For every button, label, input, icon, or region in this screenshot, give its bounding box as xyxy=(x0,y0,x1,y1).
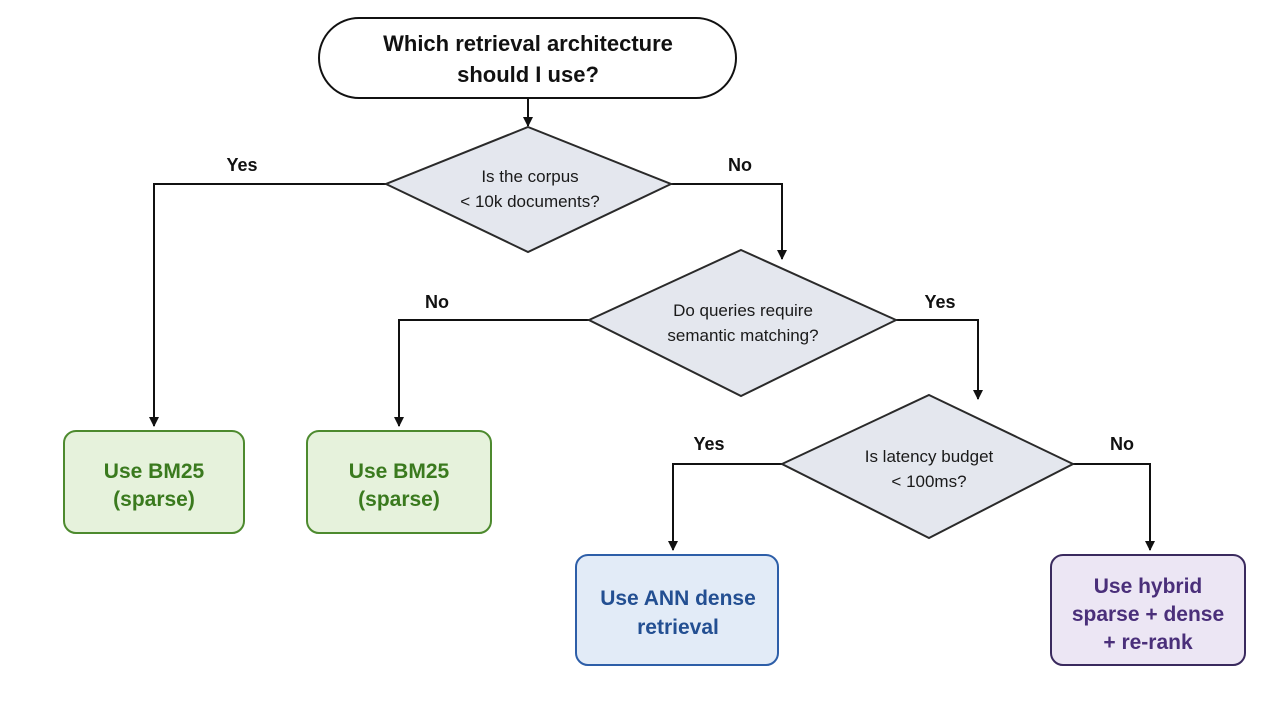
decision-semantic-matching: Do queries require semantic matching? xyxy=(586,248,899,398)
decision-corpus-line-1: Is the corpus xyxy=(481,167,578,186)
outcome-bm25-small-corpus: Use BM25 (sparse) xyxy=(63,430,245,534)
edge-label-corpus-no: No xyxy=(728,155,752,175)
outcome-ann-line-2: retrieval xyxy=(637,616,719,639)
outcome-hybrid-line-3: + re-rank xyxy=(1103,631,1193,654)
decision-latency-line-1: Is latency budget xyxy=(865,447,994,466)
outcome-bm25-a-line-2: (sparse) xyxy=(113,488,195,511)
edge-corpus-yes xyxy=(149,183,386,427)
edge-label-semantic-yes: Yes xyxy=(924,292,955,312)
connectors xyxy=(149,98,1155,551)
start-line-2: should I use? xyxy=(457,62,599,87)
start-node-shape xyxy=(318,17,737,99)
edge-semantic-no xyxy=(394,319,589,427)
outcome-bm25-b-shape xyxy=(306,430,492,534)
decision-semantic-line-2: semantic matching? xyxy=(667,326,818,345)
start-node: Which retrieval architecture should I us… xyxy=(318,17,737,99)
edge-latency-no xyxy=(1073,463,1155,551)
outcome-hybrid-line-2: sparse + dense xyxy=(1072,603,1224,626)
decision-corpus-line-2: < 10k documents? xyxy=(460,192,599,211)
outcome-hybrid-line-1: Use hybrid xyxy=(1094,575,1203,598)
edge-latency-yes xyxy=(668,463,782,551)
outcome-ann-line-1: Use ANN dense xyxy=(600,587,756,610)
outcome-bm25-b-line-2: (sparse) xyxy=(358,488,440,511)
outcome-bm25-a-shape xyxy=(63,430,245,534)
outcome-hybrid: Use hybrid sparse + dense + re-rank xyxy=(1050,554,1246,666)
decision-semantic-line-1: Do queries require xyxy=(673,301,813,320)
outcome-bm25-a-line-1: Use BM25 xyxy=(104,460,205,483)
decision-semantic-shape xyxy=(586,248,899,398)
decision-latency-line-2: < 100ms? xyxy=(891,472,966,491)
outcome-bm25-lexical: Use BM25 (sparse) xyxy=(306,430,492,534)
edge-corpus-no xyxy=(671,183,787,260)
edge-label-semantic-no: No xyxy=(425,292,449,312)
edge-label-latency-no: No xyxy=(1110,434,1134,454)
decision-corpus-shape xyxy=(383,125,674,254)
edge-label-corpus-yes: Yes xyxy=(226,155,257,175)
decision-latency-shape xyxy=(779,393,1076,540)
start-line-1: Which retrieval architecture xyxy=(383,31,673,56)
edge-label-latency-yes: Yes xyxy=(693,434,724,454)
outcome-ann-shape xyxy=(575,554,779,666)
outcome-bm25-b-line-1: Use BM25 xyxy=(349,460,450,483)
decision-latency-budget: Is latency budget < 100ms? xyxy=(779,393,1076,540)
edge-semantic-yes xyxy=(896,319,983,400)
outcome-hybrid-shape xyxy=(1050,554,1246,666)
outcome-ann-dense: Use ANN dense retrieval xyxy=(575,554,779,666)
decision-corpus-size: Is the corpus < 10k documents? xyxy=(383,125,674,254)
